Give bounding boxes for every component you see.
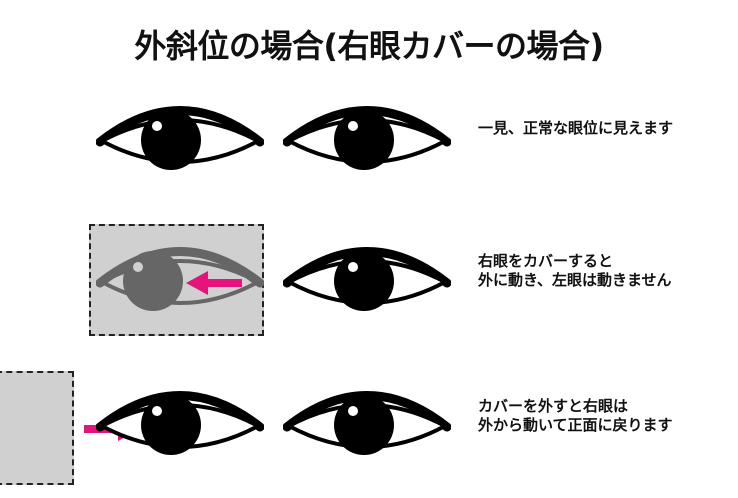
row1-caption: 一見、正常な眼位に見えます [478, 119, 674, 137]
left-eye-icon [283, 106, 451, 170]
left-eye-icon [283, 247, 451, 311]
row2-caption: 右眼をカバーすると 外に動き、左眼は動きません [478, 252, 672, 289]
right-eye-icon [96, 106, 264, 170]
arrow-icon [186, 271, 242, 295]
left-eye-icon [283, 391, 451, 455]
covered-right-eye-icon [96, 247, 264, 311]
removed-cover [0, 371, 74, 485]
page-title: 外斜位の場合(右眼カバーの場合) [134, 27, 604, 65]
row3-caption: カバーを外すと右眼は 外から動いて正面に戻ります [478, 397, 673, 434]
right-eye-icon [96, 391, 264, 455]
